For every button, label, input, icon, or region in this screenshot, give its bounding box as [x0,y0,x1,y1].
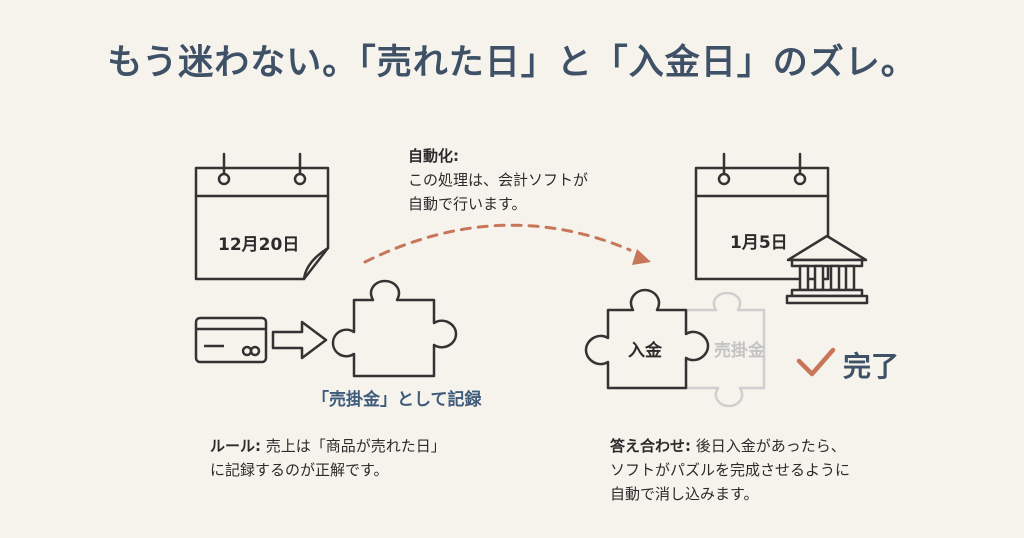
calendar-date-left: 12月20日 [218,235,300,255]
automation-note: 自動化: この処理は、会計ソフトが 自動で行います。 [408,144,588,216]
receivable-caption: 「売掛金」として記録 [312,390,482,410]
calendar-date-right: 1月5日 [730,233,788,253]
rule-line: に記録するのが正解です。 [210,461,389,479]
rule-heading: ルール: [210,437,261,455]
rule-line: 売上は「商品が売れた日」 [265,437,446,455]
matching-line: ソフトがパズルを完成させるように [610,461,851,479]
rule-note: ルール: 売上は「商品が売れた日」 に記録するのが正解です。 [210,434,446,482]
puzzle-piece-icon [584,288,710,390]
automation-line: 自動で行います。 [408,195,527,213]
matching-line: 自動で消し込みます。 [610,485,759,503]
deposit-piece-label: 入金 [628,341,662,361]
checkmark-icon [796,347,836,377]
automation-heading: 自動化: [408,147,459,165]
credit-card-icon [194,316,268,364]
arrow-right-icon [271,320,328,360]
matching-heading: 答え合わせ: [610,437,691,455]
receivable-piece-label: 売掛金 [714,341,765,361]
calendar-icon [694,152,830,281]
matching-line: 後日入金があったら、 [695,437,846,455]
matching-note: 答え合わせ: 後日入金があったら、 ソフトがパズルを完成させるように 自動で消し… [610,434,850,506]
automation-line: この処理は、会計ソフトが [408,171,589,189]
puzzle-piece-icon [684,291,766,408]
calendar-icon [194,152,330,281]
arrow-right-icon [363,223,651,265]
page-title: もう迷わない。「売れた日」と「入金日」のズレ。 [107,43,917,83]
puzzle-piece-icon [331,279,458,378]
bank-icon [785,234,869,305]
done-label: 完了 [843,350,900,383]
